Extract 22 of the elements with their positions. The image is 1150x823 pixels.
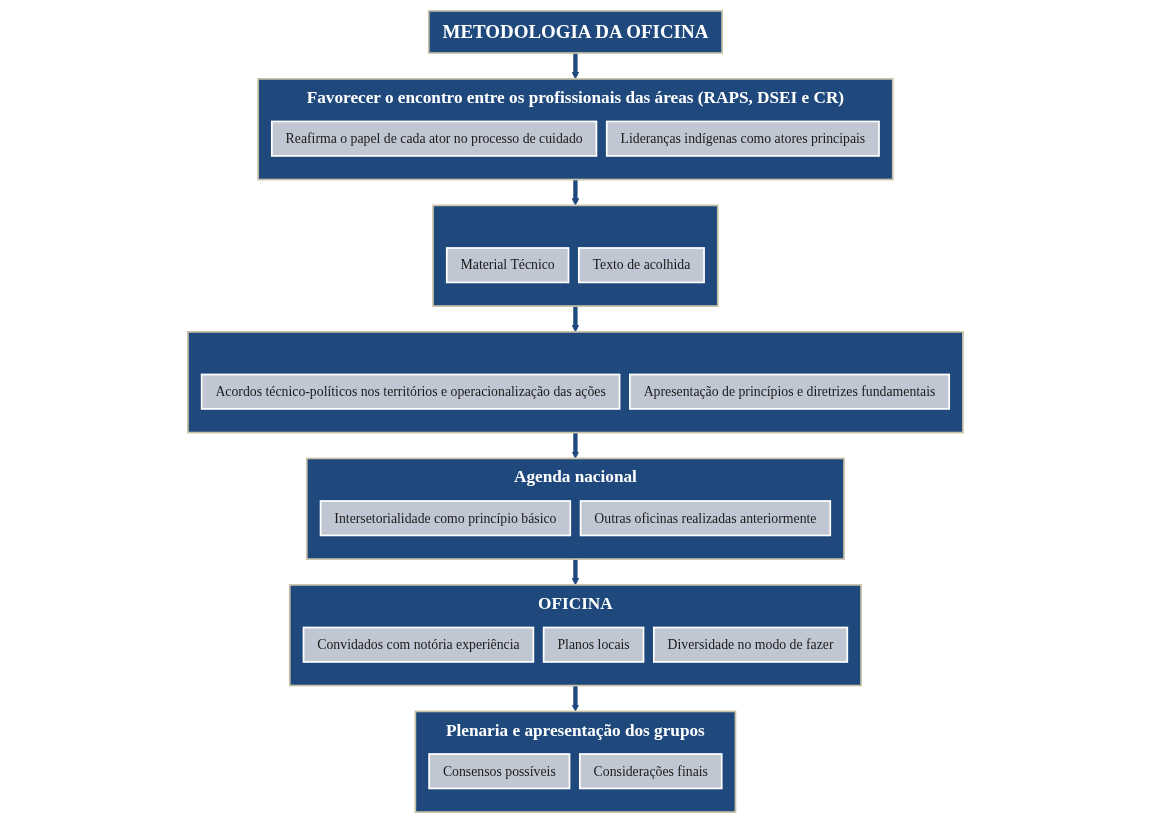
node-box: Reafirma o papel de cada ator no processo de cuidado xyxy=(270,120,597,157)
arrow xyxy=(571,306,579,333)
arrow xyxy=(571,685,579,712)
node-box: Convidados com notória experiência xyxy=(302,626,534,663)
arrow xyxy=(571,432,579,459)
arrow xyxy=(571,179,579,206)
arrow xyxy=(571,53,579,80)
node-box: METODOLOGIA DA OFICINA xyxy=(427,10,723,54)
arrow xyxy=(571,559,579,586)
node-box: Lideranças indígenas como atores principais xyxy=(605,120,880,157)
node-box: Planos locais xyxy=(542,626,644,663)
node-box: Acordos técnico-políticos nos territórios e operacionalização das ações xyxy=(200,373,620,410)
node-box: Material Técnico xyxy=(445,247,569,284)
node-box: Consensos possíveis xyxy=(427,753,570,790)
node-box: Outras oficinas realizadas anteriormente xyxy=(579,500,831,537)
cluster xyxy=(186,331,964,434)
node-box: Intersetorialidade como princípio básico xyxy=(319,500,571,537)
node-box: Apresentação de princípios e diretrizes fundamentais xyxy=(628,373,950,410)
cluster xyxy=(431,204,719,307)
node-box: Texto de acolhida xyxy=(577,247,705,284)
node-box: Considerações finais xyxy=(578,753,723,790)
node-box: Diversidade no modo de fazer xyxy=(652,626,848,663)
